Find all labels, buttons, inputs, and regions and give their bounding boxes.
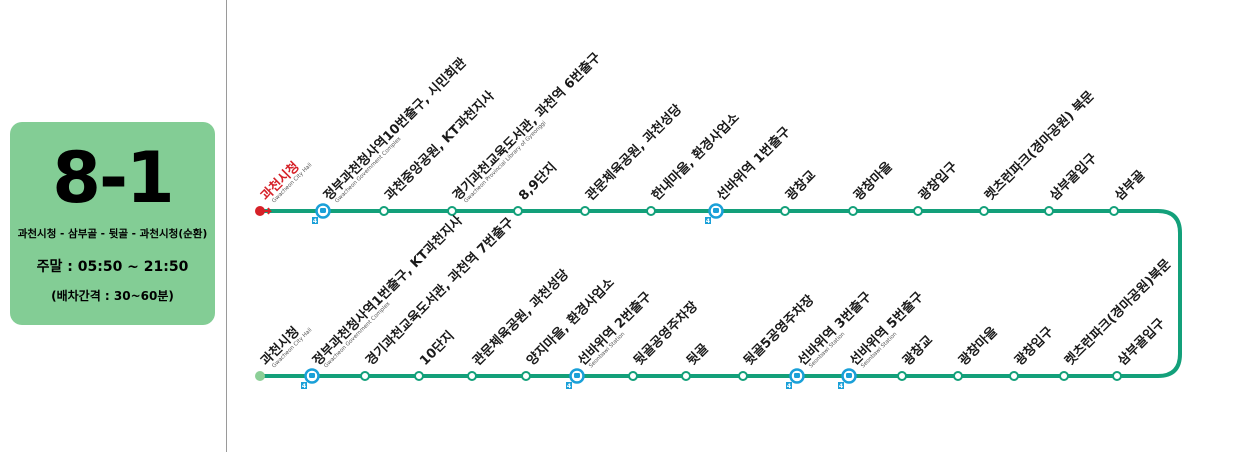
route-number: 8-1: [52, 137, 174, 219]
stop-name: 렛츠런파크(경마공원) 북문: [982, 88, 1098, 204]
subway-line-number: 4: [313, 218, 317, 225]
bottom-stop-5: 양지마을, 환경사업소: [521, 275, 618, 381]
stop-marker: [360, 371, 370, 381]
stop-marker: [780, 206, 790, 216]
stop-marker: [897, 371, 907, 381]
stop-name: 삼부골입구: [1115, 315, 1169, 369]
stop-name: 광창입구: [1012, 324, 1057, 369]
stop-name: 8,9단지: [516, 159, 561, 204]
top-stop-10: 광창입구: [913, 159, 961, 216]
bottom-stop-13: 광창마을: [953, 324, 1001, 381]
stop-marker: [379, 206, 389, 216]
stop-name: 광창입구: [916, 159, 961, 204]
stop-marker: [979, 206, 989, 216]
train-icon: [309, 373, 315, 378]
stop-name: 광창교: [783, 167, 820, 204]
stop-name: 경기과천교육도서관, 과천역 6번출구: [450, 49, 604, 203]
stop-name: 광창마을: [956, 324, 1001, 369]
top-stop-2: 과천중앙공원, KT과천지사: [379, 88, 498, 216]
stop-marker: [646, 206, 656, 216]
stop-marker: [513, 206, 523, 216]
subway-line-number: 4: [302, 383, 306, 390]
subway-line-number: 4: [567, 383, 571, 390]
top-stop-9: 광창마을: [848, 159, 896, 216]
start-arrow-icon: [260, 207, 272, 215]
top-stop-12: 삼부골입구: [1044, 150, 1101, 216]
stop-name: 광창마을: [851, 159, 896, 204]
route-path: 과천시청 - 삼부골 - 뒷골 - 과천시청(순환): [17, 228, 208, 240]
stop-name: 광창교: [900, 332, 937, 369]
subway-line-badge: [301, 382, 307, 389]
stop-marker: [521, 371, 531, 381]
train-icon: [794, 373, 800, 378]
stop-marker: [1044, 206, 1054, 216]
stop-marker: [913, 206, 923, 216]
stop-marker: [738, 371, 748, 381]
panel-divider: [226, 0, 227, 452]
stop-marker: [1109, 206, 1119, 216]
train-icon: [574, 373, 580, 378]
route-info-panel: 8-1 과천시청 - 삼부골 - 뒷골 - 과천시청(순환) 주말 : 05:5…: [10, 122, 215, 325]
stop-name: 뒷골: [684, 341, 712, 369]
stop-marker: [414, 371, 424, 381]
subway-line-number: 4: [787, 383, 791, 390]
stop-marker: [580, 206, 590, 216]
top-stop-4: 8,9단지: [513, 159, 561, 216]
subway-line-badge: [312, 217, 318, 224]
bottom-stop-4: 관문체육공원, 과천성당: [467, 266, 573, 381]
bottom-stop-12: 광창교: [897, 332, 937, 381]
stop-marker: [467, 371, 477, 381]
stop-marker: [681, 371, 691, 381]
subway-line-badge: [786, 382, 792, 389]
route-line: [262, 209, 1182, 378]
subway-line-badge: [838, 382, 844, 389]
stop-name: 10단지: [417, 328, 458, 369]
stop-name: 삼부골: [1112, 167, 1149, 204]
stop-marker: [628, 371, 638, 381]
subway-line-badge: [566, 382, 572, 389]
subway-line-number: 4: [839, 383, 843, 390]
top-stop-13: 삼부골: [1109, 167, 1149, 216]
train-icon: [846, 373, 852, 378]
bottom-stop-3: 10단지: [414, 328, 458, 381]
bottom-stop-16: 삼부골입구: [1112, 315, 1169, 381]
bottom-stop-14: 광창입구: [1009, 324, 1057, 381]
stop-marker: [953, 371, 963, 381]
stop-marker: [1112, 371, 1122, 381]
subway-line-number: 4: [706, 218, 710, 225]
stop-name: 삼부골입구: [1047, 150, 1101, 204]
headway: (배차간격 : 30~60분): [51, 289, 174, 303]
stop-marker: [1009, 371, 1019, 381]
train-icon: [320, 208, 326, 213]
stop-name: 렛츠런파크(경마공원)북문: [1062, 256, 1175, 369]
end-stop-marker: [255, 371, 265, 381]
stop-marker: [848, 206, 858, 216]
top-stop-8: 광창교: [780, 167, 820, 216]
stop-marker: [447, 206, 457, 216]
top-stop-5: 관문체육공원, 과천성당: [580, 101, 685, 216]
subway-line-badge: [705, 217, 711, 224]
stop-marker: [1059, 371, 1069, 381]
weekend-hours: 주말 : 05:50 ~ 21:50: [36, 259, 189, 275]
stop-name: 관문체육공원, 과천성당: [470, 266, 573, 369]
top-stop-11: 렛츠런파크(경마공원) 북문: [979, 88, 1098, 216]
train-icon: [713, 208, 719, 213]
